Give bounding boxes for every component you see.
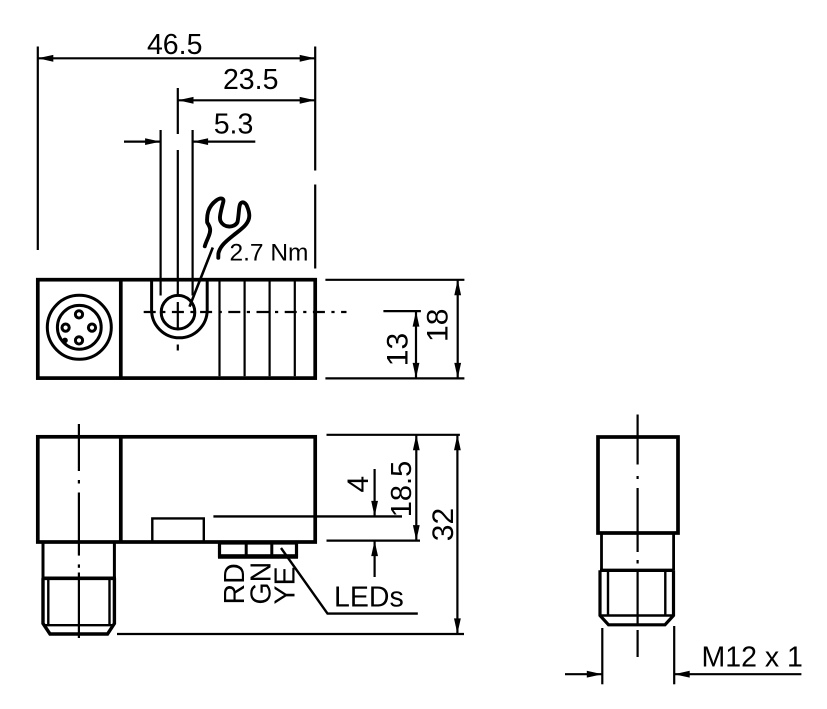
svg-text:5.3: 5.3 [214,109,254,141]
svg-text:46.5: 46.5 [147,29,202,61]
svg-text:18.5: 18.5 [386,461,418,517]
svg-text:4: 4 [342,476,375,493]
svg-text:LEDs: LEDs [334,581,404,613]
svg-text:2.7 Nm: 2.7 Nm [230,239,309,266]
svg-text:YE: YE [270,566,302,604]
svg-text:RD: RD [219,563,251,604]
svg-text:23.5: 23.5 [223,64,278,96]
svg-text:18: 18 [422,309,455,342]
svg-text:13: 13 [382,333,415,366]
svg-text:M12 x 1: M12 x 1 [702,642,803,674]
svg-text:GN: GN [246,562,278,605]
svg-text:32: 32 [427,508,460,541]
